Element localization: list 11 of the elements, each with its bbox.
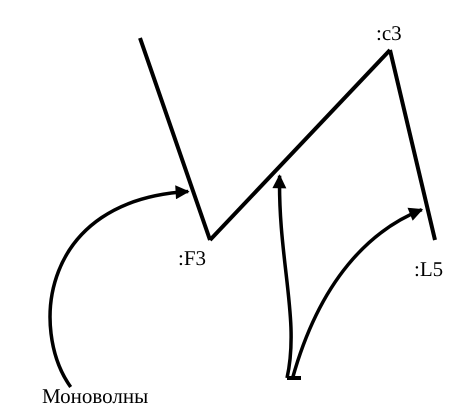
leader-arrow xyxy=(48,186,190,388)
text-label: Моноволны xyxy=(42,385,148,408)
leader-arrow xyxy=(290,208,424,379)
leader-arrow xyxy=(272,174,293,378)
line-segment xyxy=(388,50,437,240)
vertex-label: :F3 xyxy=(178,247,206,270)
line-segment xyxy=(287,376,301,380)
line-segment xyxy=(138,37,212,241)
vertex-label: :L5 xyxy=(414,258,444,282)
line-segment xyxy=(208,48,392,242)
vertex-label: :c3 xyxy=(376,22,402,46)
